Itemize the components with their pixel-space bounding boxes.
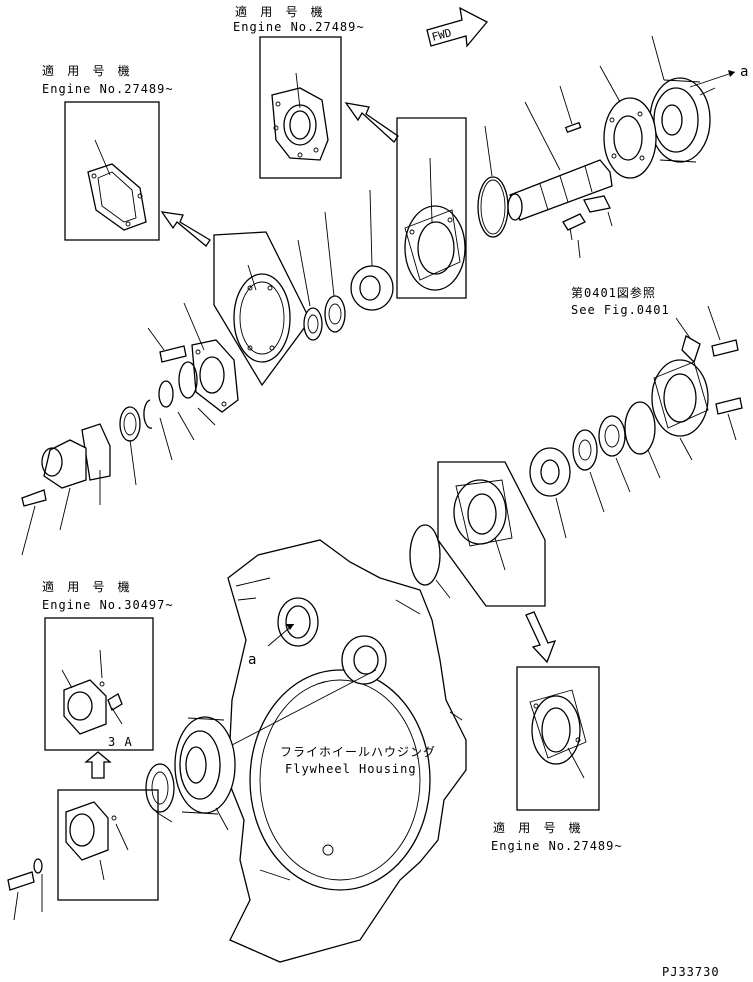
inset-30497-applicable-label: 適 用 号 機: [42, 579, 133, 594]
see-fig-jp-label: 第0401図参照: [571, 285, 656, 300]
inset-bottom-applicable-label: 適 用 号 機: [493, 820, 584, 835]
see-fig-reference: 第0401図参照 See Fig.0401: [571, 285, 743, 441]
gear-assembly-top-right: a: [477, 35, 748, 259]
shaft-parts-upper: [21, 189, 394, 556]
flywheel-housing-en-label: Flywheel Housing: [285, 762, 417, 776]
inset-30497-engine-number: Engine No.30497~: [42, 598, 174, 612]
inset-left-applicable-label: 適 用 号 機: [42, 63, 133, 78]
inset-bottom-left: [7, 789, 159, 921]
housing-parts-right: [529, 359, 709, 539]
retainer-inset-upper: [396, 117, 467, 299]
inset-left-engine-27489: 適 用 号 機 Engine No.27489~: [42, 63, 174, 241]
inset-top-cover-part: [271, 72, 329, 161]
fwd-arrow-icon: FWD: [426, 6, 489, 48]
inset-top-frame: [259, 36, 342, 179]
flywheel-housing: a フライホイールハウジング Flywheel Housing: [227, 539, 467, 963]
drive-gear: [649, 77, 711, 163]
direction-arrow-icon: [344, 102, 399, 143]
fwd-label: FWD: [430, 26, 453, 44]
direction-arrow-icon: [84, 751, 112, 779]
inset-engine-30497: 適 用 号 機 Engine No.30497~ 3 A: [42, 579, 174, 751]
inset-top-engine-27489: 適 用 号 機 Engine No.27489~: [233, 4, 365, 179]
drawing-code: PJ33730: [662, 965, 720, 979]
inset-bottom-engine-number: Engine No.27489~: [491, 839, 623, 853]
inset-30497-frame: [44, 617, 154, 751]
part-3a-label: 3 A: [108, 735, 133, 749]
inset-bottom-left-frame: [57, 789, 159, 901]
ref-a-housing: a: [248, 652, 256, 668]
retainer-inset-lower: [409, 461, 546, 607]
inset-bottom-engine-27489: 適 用 号 機 Engine No.27489~: [491, 666, 623, 853]
inset-left-gasket-part: [87, 139, 147, 231]
ref-a-top: a: [740, 64, 748, 80]
see-fig-en-label: See Fig.0401: [571, 303, 670, 317]
inset-left-frame: [64, 101, 160, 241]
direction-arrow-icon: [160, 211, 211, 247]
inset-top-engine-number: Engine No.27489~: [233, 20, 365, 34]
inset-left-engine-number: Engine No.27489~: [42, 82, 174, 96]
flywheel-housing-jp-label: フライホイールハウジング: [280, 745, 436, 759]
idler-gear-lower: [145, 716, 236, 831]
direction-arrow-icon: [525, 611, 557, 664]
inset-bottom-frame: [516, 666, 600, 811]
inset-top-applicable-label: 適 用 号 機: [235, 4, 326, 19]
